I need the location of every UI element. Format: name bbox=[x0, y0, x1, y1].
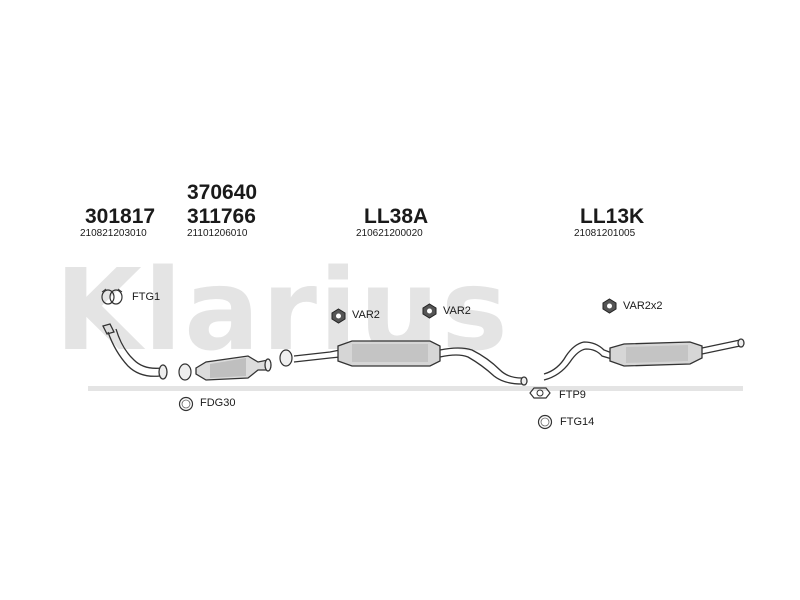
catalytic-converter-part bbox=[195, 355, 272, 381]
front-pipe-part bbox=[102, 323, 168, 380]
gasket-ring-icon bbox=[178, 396, 194, 412]
oe-code-ll38a: 210621200020 bbox=[356, 228, 423, 239]
part-number-370640: 370640 bbox=[187, 181, 258, 204]
fitting-label-ftg1: FTG1 bbox=[132, 291, 161, 303]
flange-gasket-icon bbox=[529, 387, 551, 399]
fitting-label-var2x2: VAR2x2 bbox=[623, 300, 663, 312]
gasket-ring-icon bbox=[537, 414, 553, 430]
fitting-label-ftg14: FTG14 bbox=[560, 416, 595, 428]
fitting-label-ftp9: FTP9 bbox=[559, 389, 586, 401]
part-number-ll38a: LL38A bbox=[364, 205, 429, 228]
connector-ring bbox=[178, 363, 192, 381]
part-number-ll13k: LL13K bbox=[580, 205, 645, 228]
fitting-label-fdg30: FDG30 bbox=[200, 397, 236, 409]
oe-code-ll13k: 21081201005 bbox=[574, 228, 636, 239]
rubber-hanger-icon bbox=[422, 303, 437, 319]
watermark-underline bbox=[88, 386, 743, 391]
rear-silencer-part bbox=[543, 338, 745, 381]
oe-code-301817: 210821203010 bbox=[80, 228, 147, 239]
part-number-311766: 311766 bbox=[187, 205, 256, 228]
rubber-hanger-icon bbox=[602, 298, 617, 314]
rubber-hanger-icon bbox=[331, 308, 346, 324]
part-number-301817: 301817 bbox=[85, 205, 156, 228]
connector-ring bbox=[279, 349, 293, 367]
clamp-icon bbox=[101, 288, 123, 305]
fitting-label-var2-b: VAR2 bbox=[443, 305, 471, 317]
middle-silencer-part bbox=[293, 340, 528, 386]
oe-code-311766: 21101206010 bbox=[187, 228, 248, 239]
fitting-label-var2-a: VAR2 bbox=[352, 309, 380, 321]
